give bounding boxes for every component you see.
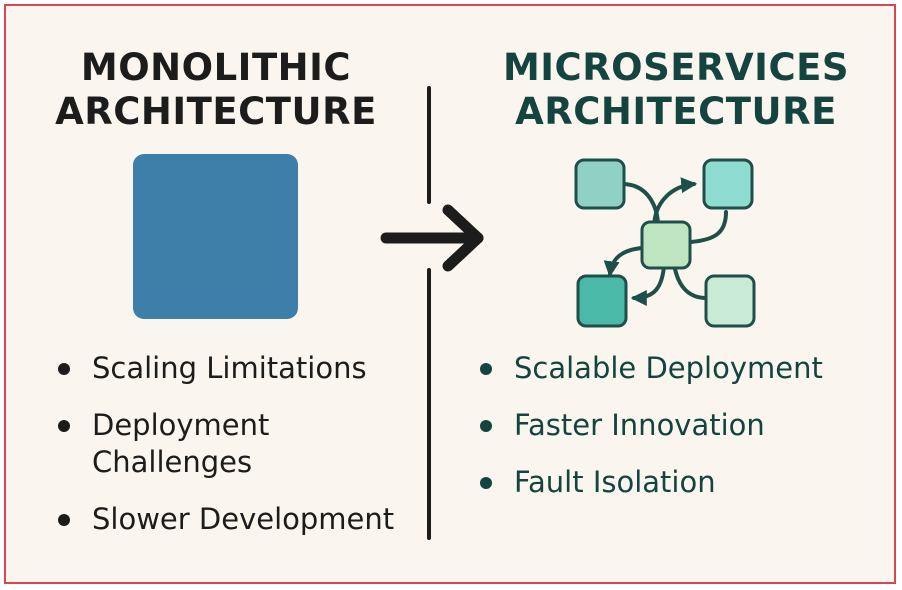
microservices-benefits-list: Scalable Deployment Faster Innovation Fa… (480, 350, 880, 521)
link-right-side (688, 210, 728, 244)
bullet-dot-icon (58, 420, 70, 432)
transition-arrow-icon (380, 204, 484, 272)
link-to-bottom-left (603, 246, 644, 278)
diagram-frame: MONOLITHIC ARCHITECTURE MICROSERVICES AR… (4, 4, 896, 584)
bullet-dot-icon (480, 363, 492, 375)
divider-bottom (427, 268, 431, 540)
service-node-bottom-right (704, 274, 756, 328)
monolithic-drawbacks-list: Scaling Limitations Deployment Challenge… (58, 350, 418, 538)
service-node-center (640, 220, 692, 270)
link-to-bottom-left-lower (630, 264, 666, 306)
list-item: Deployment Challenges (58, 407, 418, 481)
bullet-dot-icon (58, 514, 70, 526)
list-item-label: Scalable Deployment (514, 351, 823, 385)
service-node-top-left (574, 158, 626, 210)
microservices-title: MICROSERVICES ARCHITECTURE (466, 46, 886, 134)
list-item: Fault Isolation (480, 464, 880, 501)
list-item-label: Faster Innovation (514, 408, 765, 442)
microservices-title-line2: ARCHITECTURE (515, 90, 837, 133)
list-item-label: Slower Development (92, 502, 395, 536)
bullet-dot-icon (480, 420, 492, 432)
list-item-label: Deployment (92, 408, 270, 442)
bullet-dot-icon (480, 477, 492, 489)
link-bottom-right (672, 262, 708, 300)
list-item-label: Scaling Limitations (92, 351, 367, 385)
monolithic-title-line1: MONOLITHIC (80, 46, 352, 89)
list-item: Scaling Limitations (58, 350, 418, 387)
microservices-title-line1: MICROSERVICES (502, 46, 850, 89)
monolith-block (133, 154, 298, 319)
monolithic-title-line2: ARCHITECTURE (55, 90, 377, 133)
list-item-label: Fault Isolation (514, 465, 716, 499)
service-node-top-right (702, 158, 754, 210)
divider-top (427, 86, 431, 204)
list-item-label-continued: Challenges (92, 445, 253, 479)
service-node-bottom-left (576, 274, 628, 328)
monolithic-title: MONOLITHIC ARCHITECTURE (46, 46, 386, 134)
list-item: Scalable Deployment (480, 350, 880, 387)
list-item: Faster Innovation (480, 407, 880, 444)
list-item: Slower Development (58, 501, 418, 538)
microservices-graph-icon (574, 158, 756, 328)
bullet-dot-icon (58, 363, 70, 375)
